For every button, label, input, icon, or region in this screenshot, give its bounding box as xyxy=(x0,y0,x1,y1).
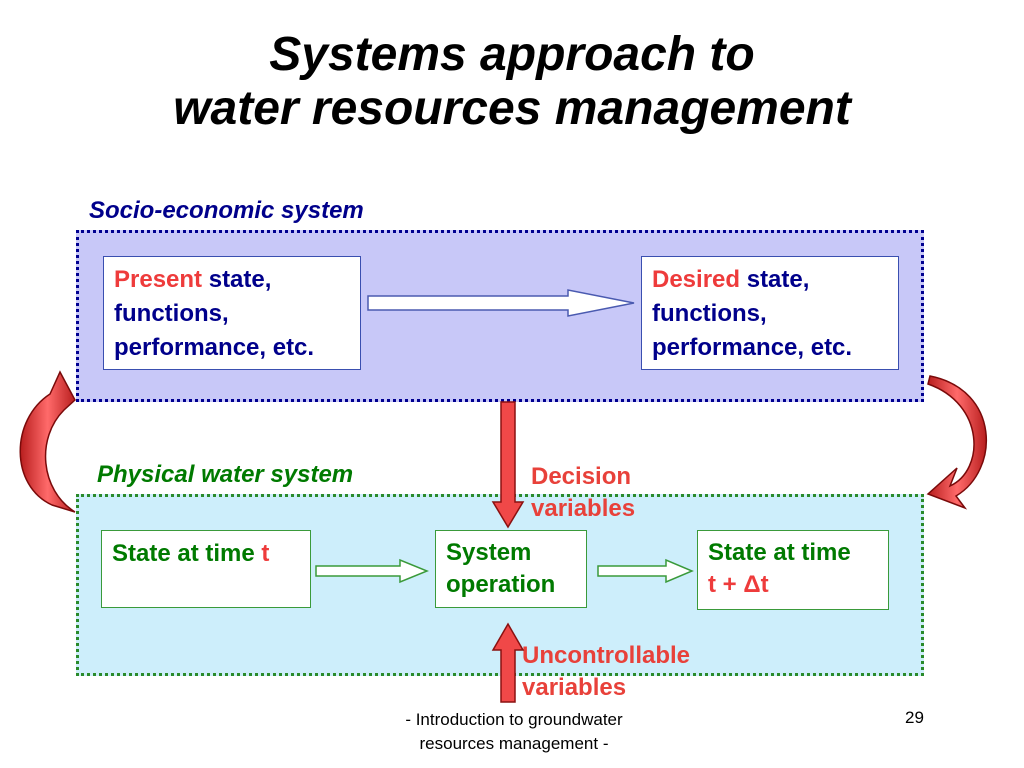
present-rest: state, xyxy=(202,266,272,293)
state-t-text: State at time xyxy=(112,540,262,567)
desired-line-2: functions, xyxy=(652,300,767,327)
present-highlight: Present xyxy=(114,266,203,293)
present-line-3: performance, etc. xyxy=(114,334,315,361)
footer-text: - Introduction to groundwater resources … xyxy=(374,708,654,756)
state-at-time-dt-box: State at time t + Δt xyxy=(697,530,889,610)
socio-economic-label: Socio-economic system xyxy=(89,197,364,224)
left-feedback-arrow xyxy=(19,370,76,513)
page-title: Systems approach to water resources mana… xyxy=(0,28,1024,136)
decision-arrow-down xyxy=(491,401,525,529)
state-at-time-t-box: State at time t xyxy=(101,530,311,608)
system-operation-box: System operation xyxy=(435,530,587,608)
uncontrollable-line-2: variables xyxy=(522,674,627,701)
desired-highlight: Desired xyxy=(652,266,741,293)
right-feedback-arrow xyxy=(926,375,987,510)
uncontrollable-line-1: Uncontrollable xyxy=(522,642,691,669)
decision-line-2: variables xyxy=(531,495,636,522)
page-number: 29 xyxy=(905,708,924,727)
present-state-box: Present state, functions, performance, e… xyxy=(103,256,361,370)
decision-line-1: Decision xyxy=(531,463,632,490)
system-operation-line-1: System xyxy=(446,539,532,566)
state-dt-line-1: State at time xyxy=(708,539,851,566)
title-line-1: Systems approach to xyxy=(269,28,755,81)
footer-line-1: - Introduction to groundwater xyxy=(405,710,623,729)
state-t-to-operation-arrow xyxy=(315,558,429,584)
present-to-desired-arrow xyxy=(367,289,635,317)
desired-state-box: Desired state, functions, performance, e… xyxy=(641,256,899,370)
desired-rest: state, xyxy=(740,266,810,293)
state-dt-line-2: t + Δt xyxy=(708,571,769,598)
state-t-highlight: t xyxy=(261,540,270,567)
system-operation-line-2: operation xyxy=(446,571,556,598)
present-line-2: functions, xyxy=(114,300,229,327)
operation-to-state-dt-arrow xyxy=(597,558,694,584)
title-line-2: water resources management xyxy=(173,82,851,135)
uncontrollable-variables-label: Uncontrollable variables xyxy=(522,640,690,704)
uncontrollable-arrow-up xyxy=(491,622,525,703)
physical-water-label: Physical water system xyxy=(97,461,354,488)
footer-line-2: resources management - xyxy=(419,734,609,753)
decision-variables-label: Decision variables xyxy=(531,461,635,525)
desired-line-3: performance, etc. xyxy=(652,334,853,361)
